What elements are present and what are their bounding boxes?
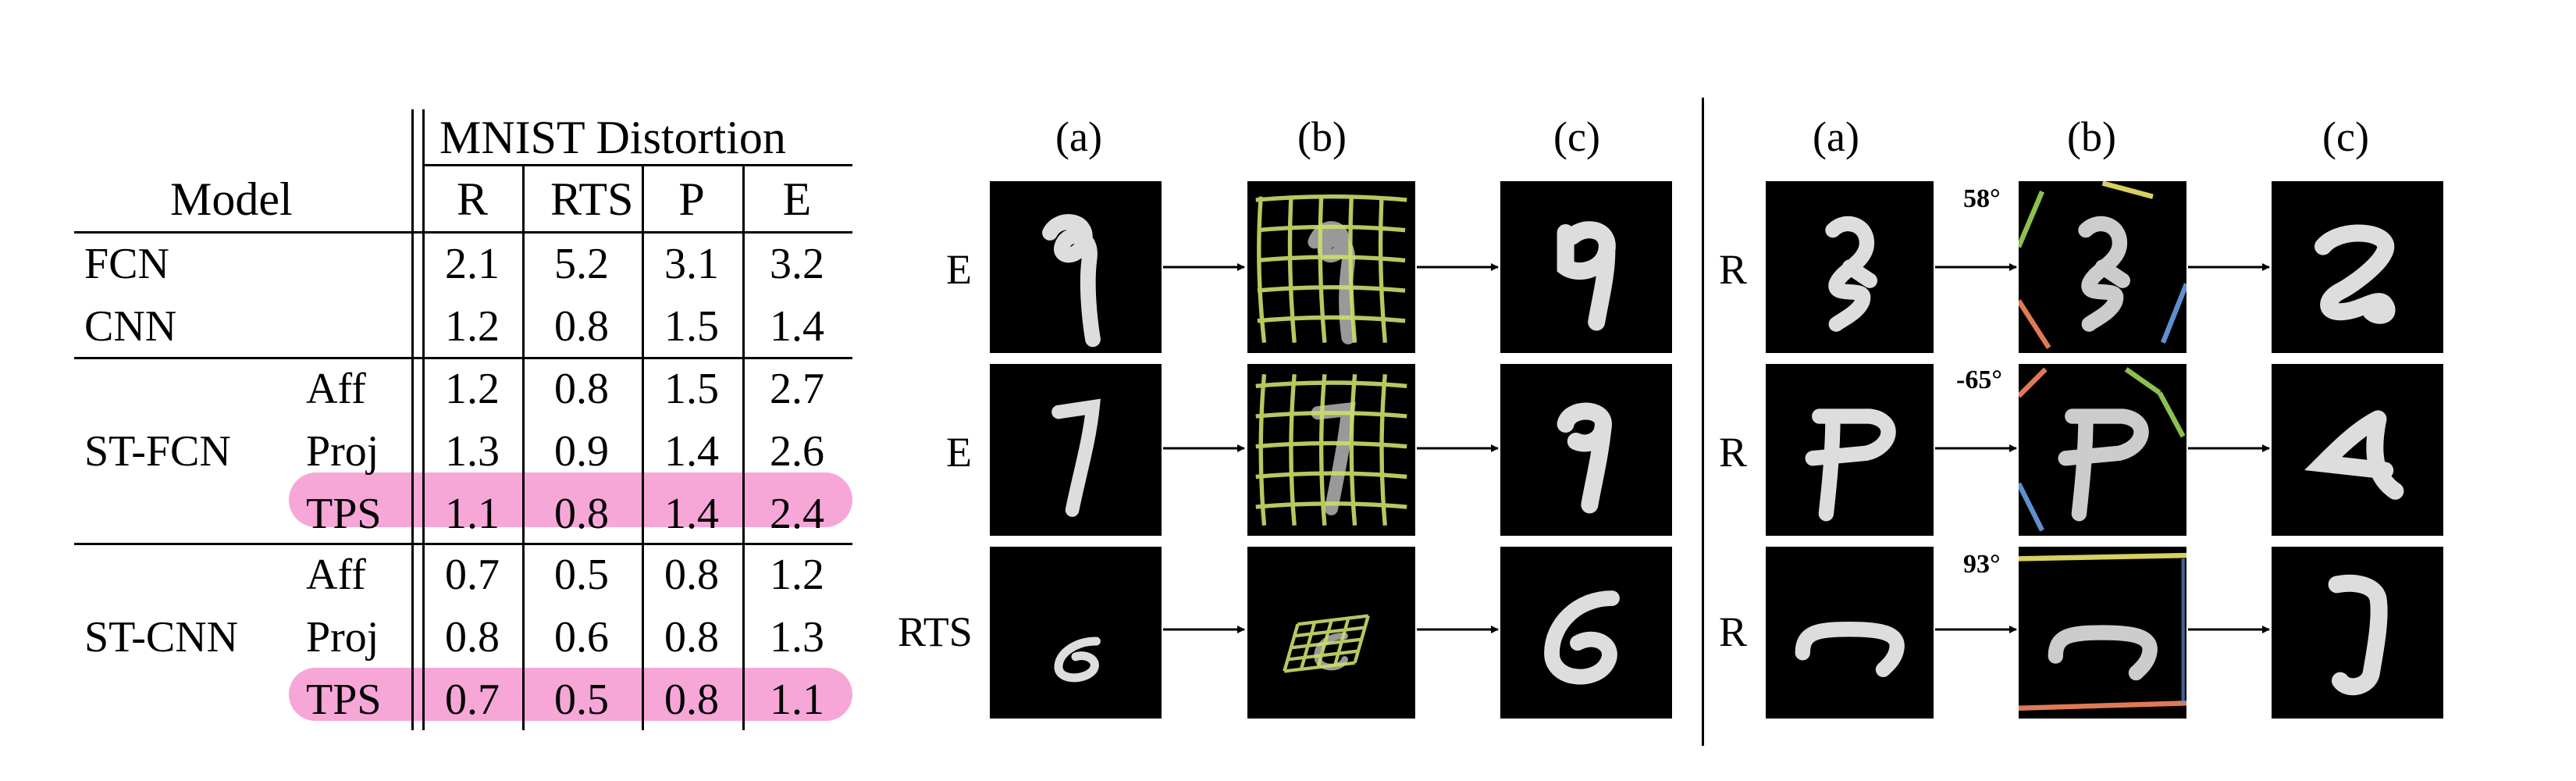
table-cell: 1.3 [445,427,500,476]
table-cell: 1.4 [770,302,824,351]
variant-aff: Aff [306,551,366,599]
row-label: E [946,429,972,476]
tps-grid-image [1247,364,1415,536]
double-rule-right [422,109,425,730]
model-header: Model [170,173,293,225]
rotation-frame-image [2019,181,2186,353]
col-separator-1 [522,166,525,730]
rotation-angle: 58° [1963,184,2001,213]
col-label-c: (c) [2322,113,2369,160]
col-label-b: (b) [2067,113,2116,160]
rule-under-group [422,164,852,166]
col-label-c: (c) [1553,113,1600,160]
row-label: R [1719,608,1748,655]
col-label-a: (a) [1813,113,1859,160]
output-digit-image [1500,547,1672,719]
table-cell: 5.2 [554,240,609,288]
col-label-a: (a) [1055,113,1102,160]
output-digit-image [2272,547,2443,719]
row-label: R [1719,429,1748,476]
table-cell: 1.5 [664,365,719,413]
rule-after-cnn [74,357,852,359]
row-label: R [1719,246,1748,293]
table-cell: 1.4 [664,490,719,538]
table-cell: 1.1 [770,676,824,724]
rotation-angle: -65° [1956,366,2002,394]
table-cell: 3.2 [770,240,824,288]
col-header-r: R [456,173,489,225]
col-header-p: P [678,173,705,225]
table-cell: 2.4 [770,490,824,538]
output-digit-image [1500,181,1672,353]
highlight-st-cnn-tps [289,668,852,721]
row-label: RTS [898,608,973,655]
input-digit-image [1766,547,1934,719]
table-cell: 0.8 [554,490,609,538]
tps-grid-image [1247,181,1415,353]
variant-tps: TPS [306,676,382,724]
table-cell: 2.6 [770,427,824,476]
highlight-st-fcn-tps [289,473,852,527]
table-cell: 0.7 [445,551,500,599]
rotation-frame-image [2019,364,2186,536]
input-digit-image [1766,364,1934,536]
row-label: E [946,246,972,293]
table-cell: 1.1 [445,490,500,538]
col-header-e: E [782,173,812,225]
model-st-fcn: ST-FCN [84,427,231,476]
table-cell: 1.2 [445,365,500,413]
table-cell: 0.5 [554,676,609,724]
rotation-frame-image [2019,547,2186,719]
rotation-angle: 93° [1963,550,2001,579]
table-cell: 0.8 [554,365,609,413]
col-label-b: (b) [1297,113,1347,160]
output-digit-image [2272,364,2443,536]
table-cell: 2.7 [770,365,824,413]
table-cell: 0.8 [445,613,500,662]
input-digit-image [990,547,1162,719]
rule-under-header [74,231,852,234]
input-digit-image [990,364,1162,536]
col-header-rts: RTS [550,173,634,225]
group-header: MNIST Distortion [439,112,786,163]
col-separator-3 [742,166,745,730]
panel-divider [1702,98,1704,746]
double-rule-left [411,109,414,730]
input-digit-image [990,181,1162,353]
table-cell: 0.8 [554,302,609,351]
variant-tps: TPS [306,490,382,538]
table-cell: 3.1 [664,240,719,288]
tps-grid-image [1247,547,1415,719]
input-digit-image [1766,181,1934,353]
variant-aff: Aff [306,365,366,413]
table-cell: 1.4 [664,427,719,476]
table-cell: 1.3 [770,613,824,662]
model-fcn: FCN [84,240,169,288]
output-digit-image [1500,364,1672,536]
table-cell: 1.5 [664,302,719,351]
model-st-cnn: ST-CNN [84,613,239,662]
variant-proj: Proj [306,427,379,476]
variant-proj: Proj [306,613,379,662]
table-cell: 1.2 [445,302,500,351]
table-cell: 0.6 [554,613,609,662]
col-separator-2 [642,166,644,730]
model-cnn: CNN [84,302,177,351]
table-cell: 0.8 [664,613,719,662]
table-cell: 0.9 [554,427,609,476]
table-cell: 0.5 [554,551,609,599]
table-cell: 2.1 [445,240,500,288]
rule-after-st-fcn [74,543,852,545]
table-cell: 0.8 [664,676,719,724]
table-cell: 0.8 [664,551,719,599]
table-cell: 1.2 [770,551,824,599]
output-digit-image [2272,181,2443,353]
table-cell: 0.7 [445,676,500,724]
